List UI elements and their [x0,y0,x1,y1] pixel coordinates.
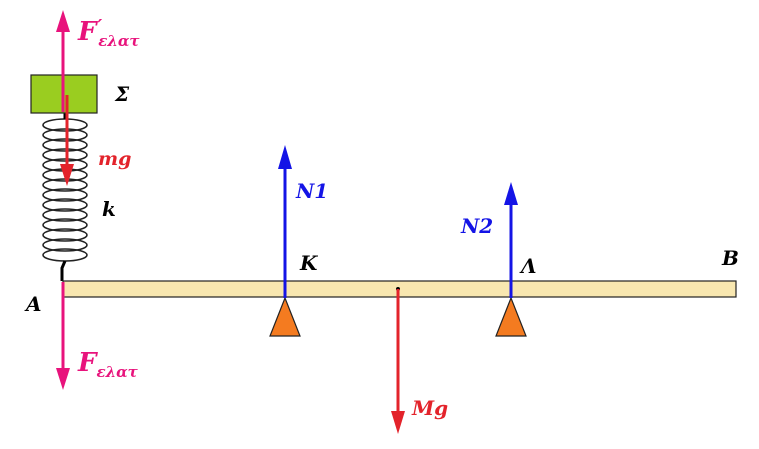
label-k: k [102,197,116,221]
arrow-n2 [504,182,518,298]
support-k [269,296,301,337]
arrow-f-elat [56,282,70,390]
label-point-a: A [24,292,42,316]
support-lambda [495,296,527,337]
label-f-elat: Fελατ [77,348,139,381]
label-point-k: K [299,251,319,275]
arrow-n1 [278,145,292,298]
arrow-mg [60,95,74,186]
label-f-elat-prime: F′ελατ [77,16,140,50]
arrow-big-mg [391,289,405,434]
label-n1: N1 [295,179,328,203]
label-n2: N2 [460,214,493,238]
spring-bottom-hook [60,260,67,281]
arrow-f-elat-prime [56,10,70,112]
label-big-mg: Mg [411,396,448,420]
label-block-sigma: Σ [114,82,130,106]
spring [42,118,88,262]
label-point-b: B [721,246,739,270]
label-mg: mg [98,148,131,170]
label-point-lambda: Λ [519,254,537,278]
